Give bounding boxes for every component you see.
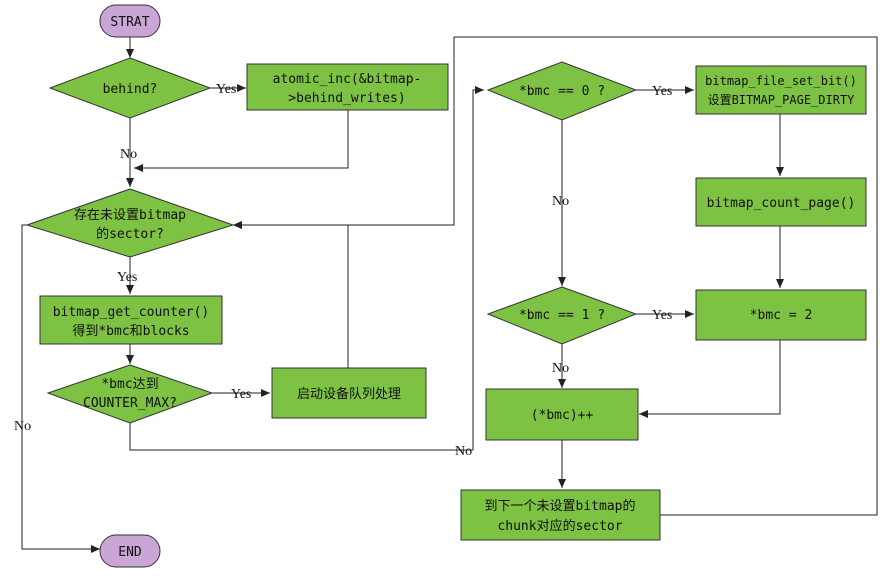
one-yes-label: Yes xyxy=(652,308,672,323)
behind-decision: behind? xyxy=(48,57,212,119)
end-terminal: END xyxy=(99,534,161,568)
next-sector-label-1: 到下一个未设置bitmap的 xyxy=(485,498,636,514)
file-set-bit-label-2: 设置BITMAP_PAGE_DIRTY xyxy=(708,93,856,107)
max-yes-label: Yes xyxy=(231,387,251,402)
zero-yes-label: Yes xyxy=(652,84,672,99)
bmc-inc-process: (*bmc)++ xyxy=(485,388,639,441)
start-terminal: STRAT xyxy=(99,4,161,38)
bmc-two-process: *bmc = 2 xyxy=(695,289,867,341)
file-set-bit-process: bitmap_file_set_bit() 设置BITMAP_PAGE_DIRT… xyxy=(695,65,867,115)
end-label: END xyxy=(118,545,142,560)
bmc-zero-label: *bmc == 0 ? xyxy=(519,84,605,99)
bmc-inc-label: (*bmc)++ xyxy=(531,408,594,423)
start-label: STRAT xyxy=(110,15,149,30)
edge-next-loop xyxy=(233,36,878,516)
get-counter-process: bitmap_get_counter() 得到*bmc和blocks xyxy=(39,295,223,345)
connectors xyxy=(21,36,878,553)
behind-no-label: No xyxy=(120,147,137,162)
counter-max-label-2: COUNTER_MAX? xyxy=(83,396,177,411)
atomic-inc-label-2: >behind_writes) xyxy=(288,91,405,106)
unset-check-label-2: 的sector? xyxy=(96,226,164,242)
atomic-inc-process: atomic_inc(&bitmap- >behind_writes) xyxy=(246,63,449,111)
behind-yes-label: Yes xyxy=(216,82,236,97)
edge-max-no xyxy=(129,86,484,451)
zero-no-label: No xyxy=(552,194,569,209)
get-counter-label-2: 得到*bmc和blocks xyxy=(72,323,189,339)
bmc-one-decision: *bmc == 1 ? xyxy=(486,286,638,345)
counter-max-label-1: *bmc达到 xyxy=(101,377,158,392)
edge-two-inc xyxy=(639,340,781,418)
bmc-one-label: *bmc == 1 ? xyxy=(519,308,605,323)
bmc-zero-decision: *bmc == 0 ? xyxy=(486,61,638,121)
counter-max-decision: *bmc达到 COUNTER_MAX? xyxy=(46,364,214,424)
unset-no-label: No xyxy=(14,419,31,434)
max-no-label: No xyxy=(455,444,472,459)
count-page-process: bitmap_count_page() xyxy=(695,177,867,227)
bmc-two-label: *bmc = 2 xyxy=(750,308,813,323)
queue-process: 启动设备队列处理 xyxy=(271,367,427,419)
unset-yes-label: Yes xyxy=(117,270,137,285)
next-sector-label-2: chunk对应的sector xyxy=(497,518,622,534)
file-set-bit-label-1: bitmap_file_set_bit() xyxy=(705,74,857,88)
queue-label: 启动设备队列处理 xyxy=(297,386,401,402)
edge-labels: Yes No Yes No Yes No Yes No Yes No xyxy=(14,82,672,459)
unset-check-label-1: 存在未设置bitmap xyxy=(74,208,186,223)
get-counter-label-1: bitmap_get_counter() xyxy=(53,305,210,320)
behind-label: behind? xyxy=(103,82,158,97)
next-sector-process: 到下一个未设置bitmap的 chunk对应的sector xyxy=(460,489,661,541)
edge-queue-loop xyxy=(233,221,349,368)
edge-atomic-merge xyxy=(134,110,349,172)
atomic-inc-label-1: atomic_inc(&bitmap- xyxy=(273,72,422,87)
one-no-label: No xyxy=(552,361,569,376)
unset-bitmap-decision: 存在未设置bitmap 的sector? xyxy=(25,188,235,258)
count-page-label: bitmap_count_page() xyxy=(707,196,856,211)
